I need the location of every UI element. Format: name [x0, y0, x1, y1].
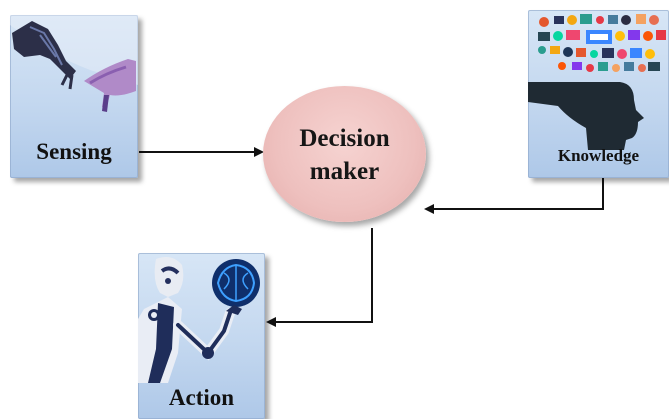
- decision-maker-label: Decision maker: [263, 122, 426, 188]
- knowledge-label: Knowledge: [557, 146, 640, 165]
- decision-maker-node: Decision maker: [263, 86, 426, 222]
- decision-maker-line1: Decision: [299, 125, 390, 152]
- robot-hand-icon: [10, 15, 138, 112]
- head-silhouette: [528, 82, 644, 150]
- sensing-card: Sensing: [10, 15, 138, 178]
- action-card: Action: [138, 253, 265, 419]
- robot-brain-icon: [138, 257, 260, 383]
- knowledge-card: Knowledge: [528, 10, 669, 178]
- decision-maker-line2: maker: [309, 158, 380, 185]
- action-label: Action: [168, 385, 235, 410]
- app-icons-cloud: [538, 14, 666, 72]
- head-knowledge-icon: [528, 14, 666, 150]
- arrow-knowledge-to-decision: [424, 178, 604, 214]
- sensing-label: Sensing: [36, 139, 112, 164]
- arrow-decision-to-action: [266, 228, 373, 327]
